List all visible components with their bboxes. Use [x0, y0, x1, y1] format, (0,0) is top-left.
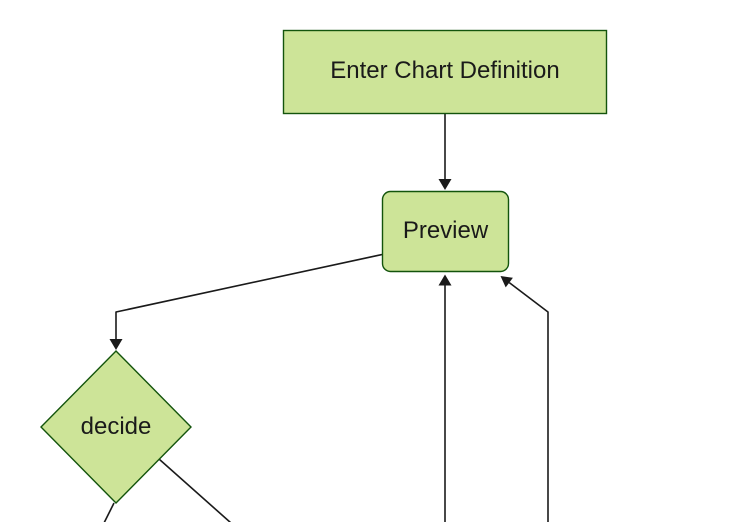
arrowhead-up-left-icon: [500, 276, 513, 288]
edge-decide-branch-left: [103, 502, 115, 522]
edge-preview-to-decide: [109, 253, 383, 350]
edge-enter-chart-definition-to-preview: [438, 114, 452, 190]
arrowhead-up-icon: [438, 274, 452, 286]
arrowhead-down-icon: [438, 179, 452, 190]
edge-line: [158, 458, 232, 522]
node-decide: [40, 350, 192, 504]
edge-line: [115, 253, 383, 340]
arrowhead-down-icon: [109, 339, 123, 350]
edge-line: [508, 281, 549, 522]
edge-bottom-to-preview-center: [438, 274, 452, 522]
edge-decide-branch-right: [158, 458, 232, 522]
edge-line: [103, 502, 115, 522]
node-enter-chart-definition: [282, 29, 608, 115]
node-preview: [381, 190, 510, 273]
edge-bottom-to-preview-corner: [500, 276, 549, 522]
